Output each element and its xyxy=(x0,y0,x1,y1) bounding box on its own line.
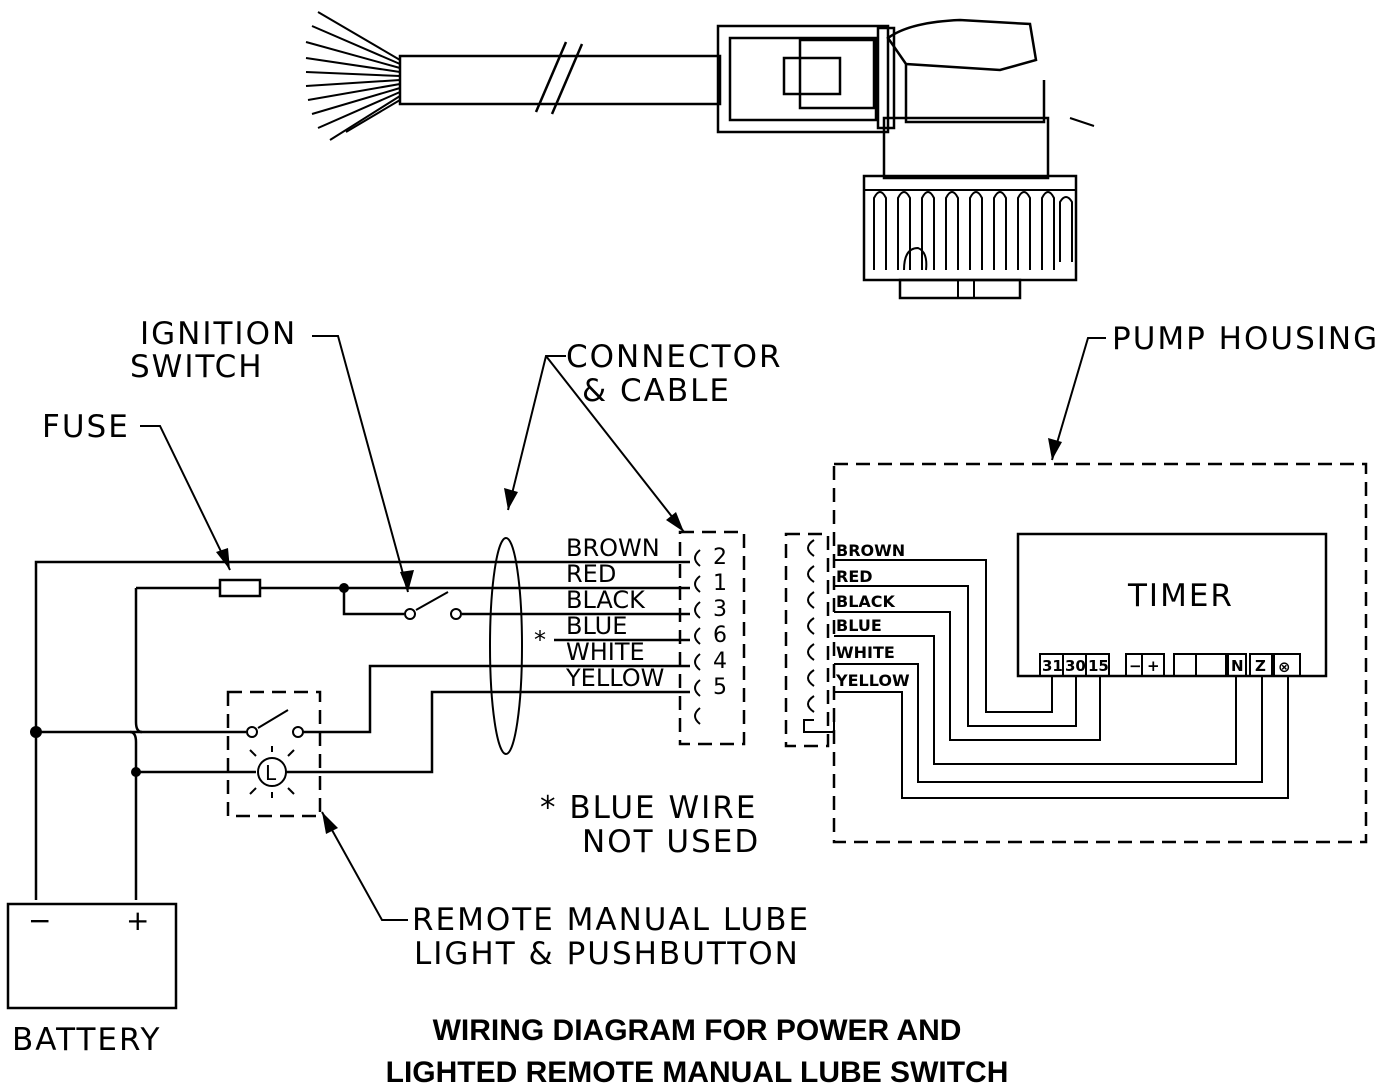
terminal-plus: + xyxy=(1147,657,1160,675)
wire-label-white: WHITE xyxy=(566,638,645,666)
wire-black-left xyxy=(342,588,404,616)
diagram-title-line-2: LIGHTED REMOTE MANUAL LUBE SWITCH xyxy=(386,1056,1009,1089)
timer-terminal-strip: 31 30 15 − + N Z ⊗ xyxy=(1039,653,1301,677)
pump-housing-label: PUMP HOUSING xyxy=(1112,321,1379,357)
pos-junction xyxy=(131,767,141,777)
connector-cable-label-2: & CABLE xyxy=(582,373,731,409)
ignition-switch-icon xyxy=(415,591,449,611)
pushbutton-icon xyxy=(257,709,289,729)
diagram-title-line-1: WIRING DIAGRAM FOR POWER AND xyxy=(433,1014,962,1047)
wire-label-red: RED xyxy=(566,560,616,588)
wire-label-blue: BLUE xyxy=(566,612,627,640)
connector-pin-box xyxy=(678,530,746,746)
battery-minus: − xyxy=(28,904,51,937)
neg-junction xyxy=(30,726,42,738)
wire-label-brown: BROWN xyxy=(566,534,660,562)
pump-wire-label-black: BLACK xyxy=(836,592,896,611)
timer-box xyxy=(1016,532,1328,678)
wire-white xyxy=(328,664,690,734)
left-wire-labels: BROWN RED BLACK BLUE WHITE YELLOW * xyxy=(534,534,664,692)
pin-2: 2 xyxy=(713,545,727,570)
timer-label: TIMER xyxy=(1127,578,1234,614)
pin-1: 1 xyxy=(713,571,727,596)
connector-cable-leader-1 xyxy=(507,355,566,511)
blue-note-line-2: NOT USED xyxy=(582,824,760,860)
battery-icon xyxy=(6,902,178,1010)
pushbutton-contact-1 xyxy=(246,726,258,738)
wire-brown xyxy=(34,560,690,732)
blue-asterisk: * xyxy=(534,626,546,654)
terminal-z: Z xyxy=(1255,657,1266,675)
connector-cable-illustration xyxy=(305,11,1095,300)
pump-wire-label-red: RED xyxy=(836,567,873,586)
pump-connector-pins xyxy=(803,539,835,733)
pump-wire-label-brown: BROWN xyxy=(836,541,905,560)
pin-3: 3 xyxy=(713,597,727,622)
svg-text:L: L xyxy=(265,761,277,785)
ignition-contact-2 xyxy=(450,608,462,620)
terminal-ground-icon: ⊗ xyxy=(1278,658,1291,676)
pump-wire-label-blue: BLUE xyxy=(836,616,882,635)
pin-4: 4 xyxy=(713,649,727,674)
lamp-icon: L xyxy=(249,746,295,798)
ignition-switch-label-2: SWITCH xyxy=(130,349,264,385)
remote-lube-label-1: REMOTE MANUAL LUBE xyxy=(412,902,810,938)
pump-internal-wires xyxy=(834,559,1289,799)
pushbutton-contact-2 xyxy=(292,726,304,738)
pump-housing-box xyxy=(832,462,1368,844)
cable-bundle-ellipse xyxy=(489,537,523,755)
terminal-30: 30 xyxy=(1065,657,1086,675)
connector-pins: 2 1 3 6 4 5 xyxy=(694,545,727,725)
fuse-icon xyxy=(218,578,262,598)
remote-lube-box xyxy=(226,690,322,818)
pump-connector-box xyxy=(784,532,830,748)
pump-housing-leader xyxy=(1051,337,1106,461)
blue-note-line-1: * BLUE WIRE xyxy=(540,790,757,826)
pump-wire-labels: BROWN RED BLACK BLUE WHITE YELLOW xyxy=(835,541,910,690)
ignition-switch-arrowhead xyxy=(400,570,414,592)
pin-6: 6 xyxy=(713,623,727,648)
remote-lube-leader xyxy=(321,811,408,921)
pin-5: 5 xyxy=(713,675,727,700)
pump-wire-label-yellow: YELLOW xyxy=(835,671,910,690)
pump-wire-label-white: WHITE xyxy=(836,643,895,662)
connector-cable-leader-2 xyxy=(545,355,685,533)
terminal-15: 15 xyxy=(1088,657,1109,675)
terminal-31: 31 xyxy=(1042,657,1063,675)
terminal-n: N xyxy=(1231,657,1244,675)
remote-lube-label-2: LIGHT & PUSHBUTTON xyxy=(414,936,800,972)
ignition-switch-leader xyxy=(312,335,409,593)
ignition-switch-label-1: IGNITION xyxy=(140,316,297,352)
terminal-minus: − xyxy=(1129,657,1142,675)
connector-cable-label-1: CONNECTOR xyxy=(566,339,783,375)
wire-label-yellow: YELLOW xyxy=(565,664,664,692)
connector-housing xyxy=(716,18,1095,300)
frayed-wires-icon xyxy=(305,11,401,141)
battery-plus: + xyxy=(126,904,149,937)
cable-break-mark xyxy=(534,41,568,113)
fuse-label: FUSE xyxy=(42,409,130,445)
fuse-leader xyxy=(140,425,231,571)
ignition-contact-1 xyxy=(404,608,416,620)
wire-yellow xyxy=(322,690,690,774)
wire-label-black: BLACK xyxy=(566,586,646,614)
battery-label: BATTERY xyxy=(12,1022,161,1058)
